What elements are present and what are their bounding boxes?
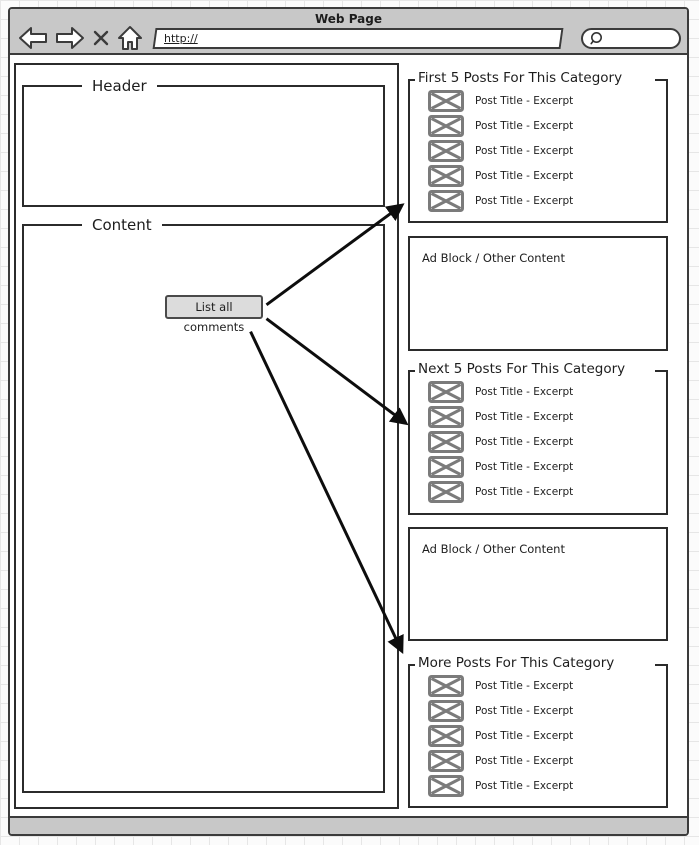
section-title: Next 5 Posts For This Category bbox=[418, 361, 626, 377]
url-input[interactable]: http:// bbox=[152, 27, 564, 49]
section-title: First 5 Posts For This Category bbox=[418, 70, 623, 86]
image-placeholder-icon bbox=[428, 431, 464, 453]
header-label: Header bbox=[82, 77, 157, 95]
image-placeholder-icon bbox=[428, 700, 464, 722]
post-list-item[interactable]: Post Title - Excerpt bbox=[428, 190, 666, 212]
post-title-excerpt: Post Title - Excerpt bbox=[475, 120, 574, 132]
image-placeholder-icon bbox=[428, 750, 464, 772]
post-list-item[interactable]: Post Title - Excerpt bbox=[428, 725, 666, 747]
browser-toolbar: http:// bbox=[18, 24, 681, 52]
next-5-posts-section: Next 5 Posts For This Category Post Titl… bbox=[408, 361, 668, 515]
post-list: Post Title - Excerpt Post Title - Excerp… bbox=[410, 666, 666, 797]
image-placeholder-icon bbox=[428, 190, 464, 212]
header-box: Header bbox=[22, 77, 385, 207]
ad-block-label: Ad Block / Other Content bbox=[422, 542, 565, 556]
post-title-excerpt: Post Title - Excerpt bbox=[475, 386, 574, 398]
post-title-excerpt: Post Title - Excerpt bbox=[475, 195, 574, 207]
image-placeholder-icon bbox=[428, 90, 464, 112]
post-list: Post Title - Excerpt Post Title - Excerp… bbox=[410, 81, 666, 212]
post-list-item[interactable]: Post Title - Excerpt bbox=[428, 675, 666, 697]
post-list-item[interactable]: Post Title - Excerpt bbox=[428, 381, 666, 403]
home-icon[interactable] bbox=[117, 25, 143, 51]
image-placeholder-icon bbox=[428, 725, 464, 747]
image-placeholder-icon bbox=[428, 675, 464, 697]
search-input[interactable] bbox=[581, 27, 681, 49]
post-title-excerpt: Post Title - Excerpt bbox=[475, 755, 574, 767]
close-x-icon[interactable] bbox=[92, 29, 110, 47]
post-list-item[interactable]: Post Title - Excerpt bbox=[428, 750, 666, 772]
post-list-item[interactable]: Post Title - Excerpt bbox=[428, 700, 666, 722]
post-title-excerpt: Post Title - Excerpt bbox=[475, 486, 574, 498]
post-list-item[interactable]: Post Title - Excerpt bbox=[428, 775, 666, 797]
ad-block-label: Ad Block / Other Content bbox=[422, 251, 565, 265]
content-label: Content bbox=[82, 216, 162, 234]
page-wrapper-box: Header Content bbox=[14, 63, 399, 809]
post-title-excerpt: Post Title - Excerpt bbox=[475, 680, 574, 692]
url-value: http:// bbox=[164, 31, 198, 45]
post-title-excerpt: Post Title - Excerpt bbox=[475, 780, 574, 792]
section-title: More Posts For This Category bbox=[418, 655, 615, 671]
post-title-excerpt: Post Title - Excerpt bbox=[475, 411, 574, 423]
magnifier-icon bbox=[589, 31, 605, 46]
browser-statusbar bbox=[10, 816, 687, 834]
back-arrow-icon[interactable] bbox=[18, 25, 48, 51]
list-all-comments-button[interactable]: List all comments bbox=[165, 295, 263, 334]
post-title-excerpt: Post Title - Excerpt bbox=[475, 170, 574, 182]
post-title-excerpt: Post Title - Excerpt bbox=[475, 461, 574, 473]
first-5-posts-section: First 5 Posts For This Category Post Tit… bbox=[408, 70, 668, 223]
post-list-item[interactable]: Post Title - Excerpt bbox=[428, 456, 666, 478]
post-list-item[interactable]: Post Title - Excerpt bbox=[428, 431, 666, 453]
more-posts-section: More Posts For This Category Post Title … bbox=[408, 655, 668, 808]
image-placeholder-icon bbox=[428, 456, 464, 478]
browser-titlebar: Web Page http:// bbox=[10, 9, 687, 55]
image-placeholder-icon bbox=[428, 115, 464, 137]
post-title-excerpt: Post Title - Excerpt bbox=[475, 730, 574, 742]
post-list-item[interactable]: Post Title - Excerpt bbox=[428, 90, 666, 112]
browser-window: Web Page http:// bbox=[8, 7, 689, 836]
image-placeholder-icon bbox=[428, 406, 464, 428]
post-title-excerpt: Post Title - Excerpt bbox=[475, 436, 574, 448]
ad-block: Ad Block / Other Content bbox=[408, 527, 668, 641]
post-list-item[interactable]: Post Title - Excerpt bbox=[428, 115, 666, 137]
image-placeholder-icon bbox=[428, 165, 464, 187]
image-placeholder-icon bbox=[428, 381, 464, 403]
window-title: Web Page bbox=[314, 12, 382, 26]
post-title-excerpt: Post Title - Excerpt bbox=[475, 705, 574, 717]
page-content: Header Content List all comments First 5… bbox=[10, 57, 687, 816]
ad-block: Ad Block / Other Content bbox=[408, 236, 668, 351]
forward-arrow-icon[interactable] bbox=[55, 25, 85, 51]
post-list-item[interactable]: Post Title - Excerpt bbox=[428, 481, 666, 503]
post-title-excerpt: Post Title - Excerpt bbox=[475, 145, 574, 157]
image-placeholder-icon bbox=[428, 481, 464, 503]
post-list-item[interactable]: Post Title - Excerpt bbox=[428, 140, 666, 162]
post-list-item[interactable]: Post Title - Excerpt bbox=[428, 165, 666, 187]
image-placeholder-icon bbox=[428, 140, 464, 162]
post-title-excerpt: Post Title - Excerpt bbox=[475, 95, 574, 107]
post-list-item[interactable]: Post Title - Excerpt bbox=[428, 406, 666, 428]
post-list: Post Title - Excerpt Post Title - Excerp… bbox=[410, 372, 666, 503]
image-placeholder-icon bbox=[428, 775, 464, 797]
